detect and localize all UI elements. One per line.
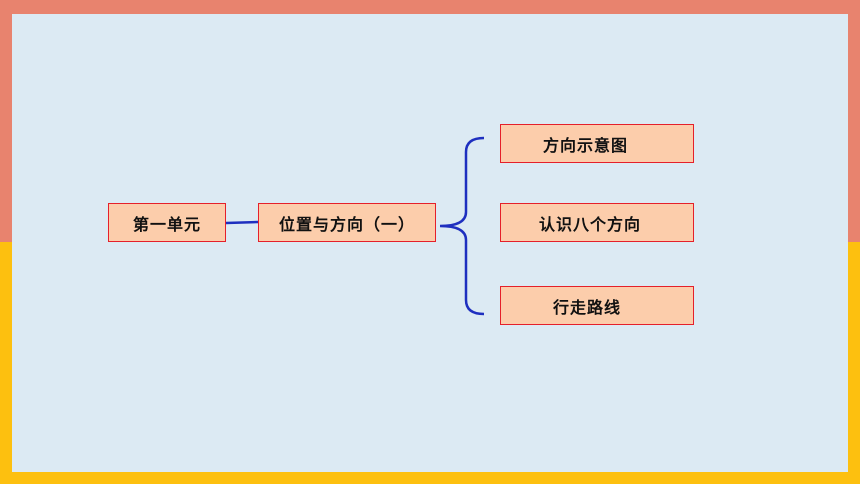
unit-node: 第一单元 [108, 203, 226, 242]
subtopic-label: 方向示意图 [543, 135, 629, 155]
topic-label: 位置与方向（一） [278, 214, 415, 234]
topic-bracket-connector [439, 136, 485, 316]
unit-topic-connector [225, 220, 259, 225]
content-panel [12, 14, 848, 472]
subtopic-node: 行走路线 [500, 286, 694, 325]
subtopic-node: 方向示意图 [500, 124, 694, 163]
unit-label: 第一单元 [132, 214, 201, 234]
subtopic-node: 认识八个方向 [500, 203, 694, 242]
subtopic-label: 认识八个方向 [539, 214, 642, 234]
topic-node: 位置与方向（一） [258, 203, 436, 242]
subtopic-label: 行走路线 [553, 297, 622, 317]
